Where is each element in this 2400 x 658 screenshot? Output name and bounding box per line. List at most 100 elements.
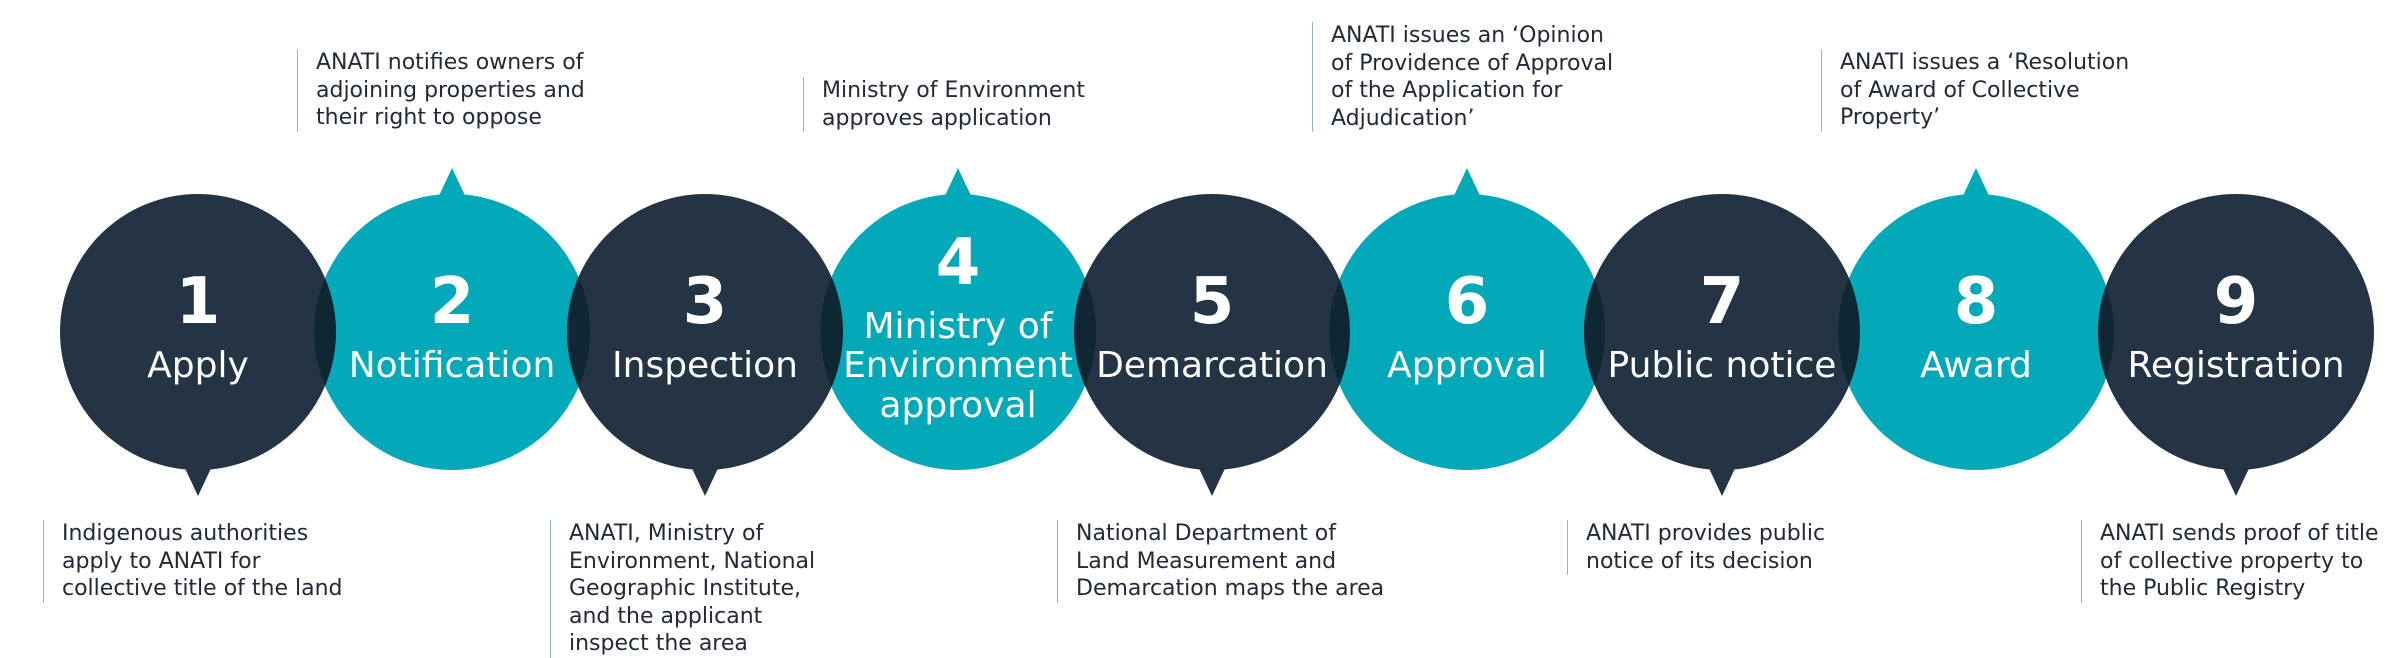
step-title: Apply <box>68 346 328 386</box>
description-line: ANATI, Ministry of <box>569 521 764 546</box>
description-line: inspect the area <box>569 631 748 656</box>
step-number: 3 <box>682 265 728 339</box>
description-line: National Department of <box>1076 521 1336 546</box>
step-6-pointer <box>1451 168 1483 202</box>
step-title-line: Demarcation <box>1096 345 1328 386</box>
step-number: 4 <box>935 225 981 300</box>
description-line: of Providence of Approval <box>1331 50 1614 76</box>
step-5-circle-group <box>1074 194 1350 496</box>
step-5-circle <box>1074 194 1350 470</box>
step-title-line: approval <box>879 384 1037 426</box>
description-line: Environment, National <box>569 548 816 574</box>
overlap-5-6 <box>1329 279 1350 385</box>
step-9-circle <box>2098 194 2374 470</box>
step-title-line: Notification <box>348 345 556 386</box>
step-title-line: Public notice <box>1607 345 1837 386</box>
step-title-line: Registration <box>2127 345 2345 386</box>
step-title-line: Environment <box>843 345 1073 387</box>
description-line: ANATI sends proof of title <box>2100 521 2379 546</box>
step-4-circle <box>820 194 1096 470</box>
description-line: of Award of Collective <box>1840 77 2080 103</box>
step-2-pointer <box>436 168 468 202</box>
description-line: apply to ANATI for <box>62 548 261 574</box>
description-line: ANATI issues a ‘Resolution <box>1840 50 2130 75</box>
step-number: 2 <box>429 265 475 339</box>
step-7-circle-group <box>1584 194 1860 496</box>
description-line: the Public Registry <box>2100 576 2306 601</box>
description-line: Land Measurement and <box>1076 548 1337 574</box>
step-title-line: Award <box>1920 345 2032 386</box>
description-line: their right to oppose <box>316 105 542 130</box>
step-1-circle <box>60 194 336 470</box>
step-title-line: Apply <box>147 345 249 386</box>
overlap-4-5 <box>1074 278 1097 386</box>
step-title: Registration <box>2106 346 2366 386</box>
step-number: 5 <box>1189 265 1235 339</box>
step-1-pointer <box>182 462 214 496</box>
overlap-3-4 <box>819 276 843 388</box>
step-number: 7 <box>1699 265 1745 339</box>
step-9-circle-group <box>2098 194 2374 496</box>
step-4-circle-group <box>820 168 1096 470</box>
overlap-2-3 <box>567 276 590 388</box>
step-8-pointer <box>1960 168 1992 202</box>
step-title: Award <box>1846 346 2106 386</box>
step-title-line: Approval <box>1387 345 1547 386</box>
step-number: 9 <box>2213 265 2259 339</box>
overlap-7-8 <box>1838 278 1861 386</box>
description-line: of collective property to <box>2100 548 2364 574</box>
step-title: Approval <box>1337 346 1597 386</box>
step-2-circle-group <box>314 168 590 470</box>
step-4-pointer <box>942 168 974 202</box>
step-3-circle-group <box>567 194 843 496</box>
description-line: ANATI issues an ‘Opinion <box>1331 23 1605 48</box>
step-title: Demarcation <box>1082 346 1342 386</box>
description-line: adjoining properties and <box>316 77 585 103</box>
description-line: notice of its decision <box>1586 548 1813 574</box>
step-title-line: Inspection <box>612 345 798 386</box>
description-line: Geographic Institute, <box>569 576 801 601</box>
step-7-pointer <box>1706 462 1738 496</box>
step-9-pointer <box>2220 462 2252 496</box>
step-8-circle <box>1838 194 2114 470</box>
description-line: ANATI provides public <box>1586 521 1826 546</box>
step-8-circle-group <box>1838 168 2114 470</box>
step-number: 8 <box>1953 265 1999 339</box>
step-title: Public notice <box>1592 346 1852 386</box>
description-line: approves application <box>822 105 1052 131</box>
step-6-circle <box>1329 194 1605 470</box>
description-line: Adjudication’ <box>1331 105 1475 131</box>
step-3-pointer <box>689 462 721 496</box>
step-3-circle <box>567 194 843 470</box>
description-line: Property’ <box>1840 105 1941 130</box>
step-number: 1 <box>175 265 221 339</box>
description-line: Ministry of Environment <box>822 78 1085 103</box>
overlap-6-7 <box>1584 279 1605 385</box>
overlap-1-2 <box>313 278 337 386</box>
step-1-circle-group <box>60 194 336 496</box>
description-line: Indigenous authorities <box>62 521 309 546</box>
description-line: collective title of the land <box>62 576 343 601</box>
step-2-circle <box>314 194 590 470</box>
overlap-8-9 <box>2098 285 2114 379</box>
